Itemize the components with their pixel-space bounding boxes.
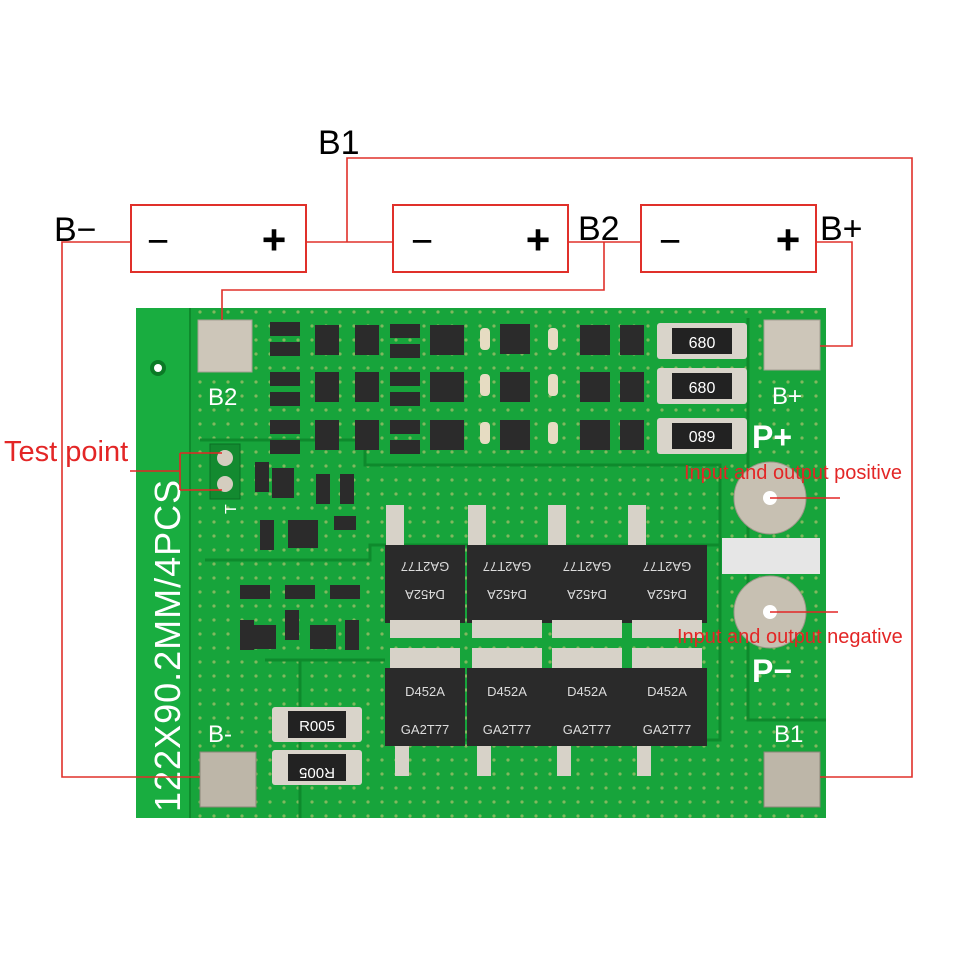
pad-label-b-plus: B+	[772, 383, 802, 410]
battery-cell-3: − +	[640, 204, 817, 273]
board-silkscreen: 122X90.2MM/4PCS	[147, 479, 188, 812]
balance-resistor-3-label: 680	[689, 427, 716, 444]
cell-1-negative: −	[147, 221, 169, 263]
mosfet-top-2-code: GA2T77	[483, 559, 531, 574]
cell-3-positive: +	[776, 216, 801, 263]
battery-cell-2: − +	[392, 204, 569, 273]
pad-b-minus	[199, 751, 257, 808]
mosfet-bottom-2: D452A GA2T77	[467, 648, 547, 776]
shunt-resistor-1: R005	[272, 707, 362, 742]
mosfet-top-1-part: D452A	[405, 587, 445, 602]
mosfet-bottom-3-part: D452A	[567, 684, 607, 699]
mosfet-top-4-code: GA2T77	[643, 559, 691, 574]
mosfet-top-1: GA2T77 D452A	[385, 505, 465, 638]
pad-b2	[197, 319, 253, 373]
cell-2-positive: +	[526, 216, 551, 263]
mosfet-bottom-4-part: D452A	[647, 684, 687, 699]
pad-label-b2: B2	[208, 384, 237, 411]
mosfet-top-4: GA2T77 D452A	[627, 505, 707, 638]
balance-resistor-3: 680	[657, 418, 747, 454]
annotation-positive: Input and output positive	[684, 462, 902, 484]
balance-resistor-1-label: 680	[689, 335, 716, 352]
mosfet-top-3-part: D452A	[567, 587, 607, 602]
capacitor-row	[480, 328, 558, 444]
mosfet-bottom-2-part: D452A	[487, 684, 527, 699]
cell-3-negative: −	[659, 221, 681, 263]
mosfet-bottom-1-part: D452A	[405, 684, 445, 699]
mosfet-top-3: GA2T77 D452A	[547, 505, 627, 638]
label-b-minus: B−	[54, 211, 97, 249]
mosfet-bottom-4-code: GA2T77	[643, 722, 691, 737]
shunt-resistor-2-label: R005	[299, 764, 335, 781]
balance-component-rows	[210, 322, 644, 650]
pad-label-b-minus: B-	[208, 721, 232, 748]
pad-b-plus	[763, 319, 821, 371]
mosfet-top-3-code: GA2T77	[563, 559, 611, 574]
balance-resistor-1: 680	[657, 323, 747, 359]
label-b1: B1	[318, 124, 360, 162]
shunt-resistor-2: R005	[272, 750, 362, 785]
balance-resistor-2: 680	[657, 368, 747, 404]
mosfet-top-2-part: D452A	[487, 587, 527, 602]
cell-1-positive: +	[262, 216, 287, 263]
mosfet-bottom-1: D452A GA2T77	[385, 648, 465, 776]
test-point-label: T	[223, 504, 240, 514]
terminal-gap	[722, 538, 820, 574]
pad-b1	[763, 751, 821, 808]
battery-cell-1: − +	[130, 204, 307, 273]
pcb-board: 122X90.2MM/4PCS B2 B+ P+ P− B- B1 680 68…	[136, 308, 826, 818]
annotation-negative: Input and output negative	[677, 626, 903, 648]
mosfet-bottom-2-code: GA2T77	[483, 722, 531, 737]
pad-label-p-plus: P+	[752, 419, 792, 455]
wiring	[61, 157, 913, 778]
annotation-leaders	[130, 452, 840, 613]
mosfet-top-2: GA2T77 D452A	[467, 505, 547, 638]
balance-resistor-2-label: 680	[689, 380, 716, 397]
pad-label-p-minus: P−	[752, 653, 792, 689]
mosfet-top-4-part: D452A	[647, 587, 687, 602]
annotation-test-point: Test point	[4, 436, 128, 468]
mosfet-bottom-1-code: GA2T77	[401, 722, 449, 737]
mosfet-bottom-3-code: GA2T77	[563, 722, 611, 737]
mosfet-bottom-3: D452A GA2T77	[547, 648, 627, 776]
cell-2-negative: −	[411, 221, 433, 263]
mosfet-top-1-code: GA2T77	[401, 559, 449, 574]
pad-label-b1: B1	[774, 721, 803, 748]
mosfet-bottom-4: D452A GA2T77	[627, 648, 707, 776]
shunt-resistor-1-label: R005	[299, 718, 335, 735]
